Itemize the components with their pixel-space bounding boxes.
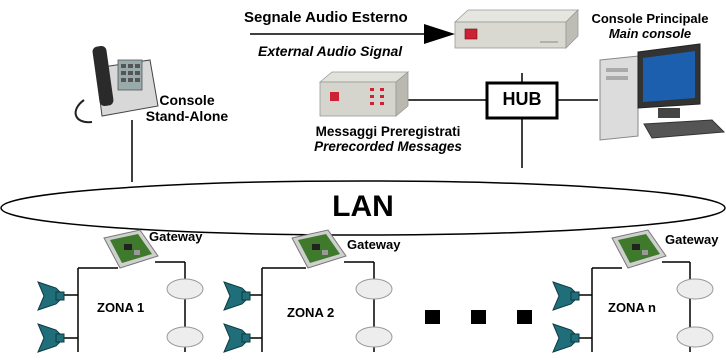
gateway-board-icon	[291, 229, 347, 269]
standalone-console-label-1: Console	[159, 92, 215, 108]
prerecorded-messages-label-it: Messaggi Preregistrati	[315, 124, 461, 139]
zone-2-label: ZONA 2	[287, 305, 335, 320]
desk-telephone-icon	[74, 45, 159, 124]
horn-speaker-icon	[223, 281, 251, 311]
prerecorded-messages-label-en: Prerecorded Messages	[314, 139, 462, 154]
ceiling-speaker-icon	[166, 278, 204, 300]
gateway-label-1: Gateway	[149, 229, 203, 244]
horn-speaker-icon	[223, 323, 251, 353]
standalone-console-label-2: Stand-Alone	[145, 108, 229, 124]
horn-speaker-icon	[552, 281, 580, 311]
more-zones-ellipsis	[425, 310, 532, 324]
prerecorded-message-player-icon	[318, 71, 410, 117]
lan-label: LAN	[332, 190, 394, 223]
external-audio-arrow	[250, 24, 455, 44]
gateway-label-2: Gateway	[347, 237, 401, 252]
zone-1-label: ZONA 1	[97, 300, 145, 315]
desktop-computer-icon	[599, 43, 726, 141]
main-console-label-it: Console Principale	[591, 11, 709, 26]
audio-rack-unit-icon	[453, 9, 579, 49]
horn-speaker-icon	[37, 281, 65, 311]
gateway-board-icon	[103, 229, 159, 269]
zone-n-label: ZONA n	[608, 300, 656, 315]
horn-speaker-icon	[552, 323, 580, 353]
ceiling-speaker-icon	[166, 326, 204, 348]
ceiling-speaker-icon	[355, 278, 393, 300]
ceiling-speaker-icon	[676, 278, 714, 300]
ceiling-speaker-icon	[676, 326, 714, 348]
hub-box	[485, 81, 559, 120]
hub-label: HUB	[502, 89, 542, 109]
main-console-label-en: Main console	[608, 26, 692, 41]
gateway-label-n: Gateway	[665, 232, 719, 247]
lan-ellipse	[0, 180, 726, 236]
external-audio-label-it: Segnale Audio Esterno	[244, 9, 408, 26]
horn-speaker-icon	[37, 323, 65, 353]
external-audio-label-en: External Audio Signal	[258, 43, 403, 59]
gateway-board-icon	[611, 229, 667, 269]
ceiling-speaker-icon	[355, 326, 393, 348]
